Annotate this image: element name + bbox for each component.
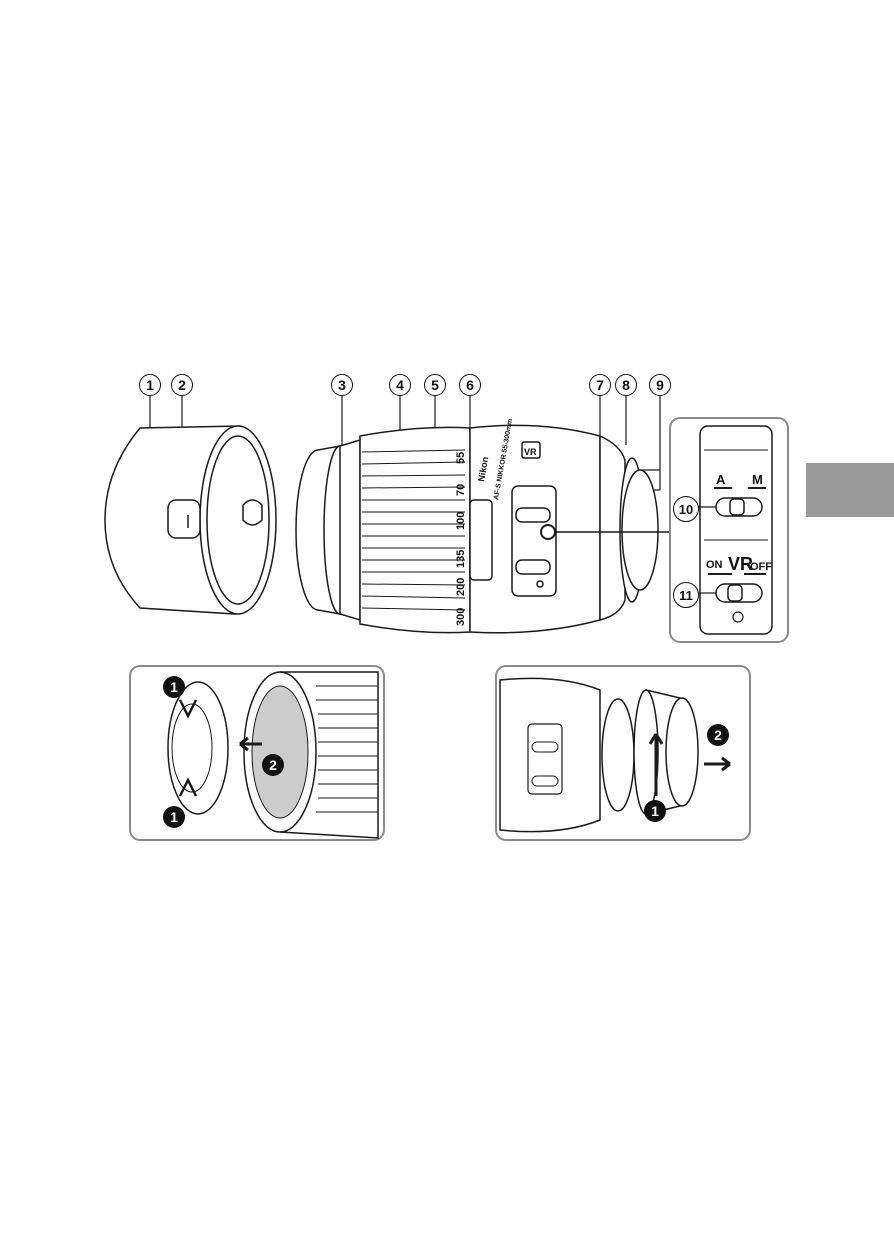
focal-100: 100 — [455, 512, 467, 530]
step-marker: 1 — [644, 800, 666, 822]
focal-135: 135 — [455, 550, 467, 568]
step-marker: 2 — [707, 724, 729, 746]
switch-detail-panel — [670, 418, 788, 642]
focal-300: 300 — [455, 608, 467, 626]
callout-11: 11 — [673, 582, 699, 608]
focal-55: 55 — [455, 452, 467, 464]
off-label: OFF — [750, 561, 772, 573]
a-label: A — [716, 472, 726, 487]
lens-body — [296, 425, 658, 632]
focal-70: 70 — [455, 484, 467, 496]
vr-badge: VR — [524, 447, 537, 457]
step-marker: 2 — [262, 754, 284, 776]
on-label: ON — [706, 559, 723, 571]
step-marker: 1 — [163, 806, 185, 828]
rear-cap-inset — [496, 666, 750, 840]
lens-hood — [105, 426, 276, 614]
detail-origin-marker — [541, 525, 555, 539]
callout-10: 10 — [673, 496, 699, 522]
m-label: M — [752, 472, 763, 487]
focal-200: 200 — [455, 578, 467, 596]
step-marker: 1 — [163, 676, 185, 698]
